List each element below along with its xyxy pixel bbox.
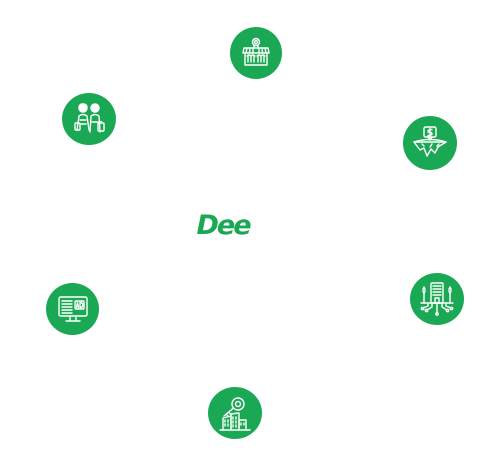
monitor-node bbox=[46, 283, 99, 335]
smart-building-node bbox=[410, 273, 464, 325]
logo-text: Dee bbox=[196, 210, 251, 241]
floating-island-dollar-icon bbox=[413, 126, 447, 157]
shoppers-node bbox=[62, 93, 116, 145]
dee-logo: Dee bbox=[190, 209, 256, 243]
storefront-icon bbox=[242, 37, 270, 66]
building-key-icon bbox=[219, 397, 251, 431]
smart-building-icon bbox=[420, 282, 454, 316]
floating-island-node bbox=[403, 116, 457, 170]
shoppers-icon bbox=[74, 103, 105, 133]
monitor-ad-icon bbox=[57, 296, 88, 322]
storefront-node bbox=[230, 27, 282, 79]
real-estate-node bbox=[208, 387, 262, 439]
